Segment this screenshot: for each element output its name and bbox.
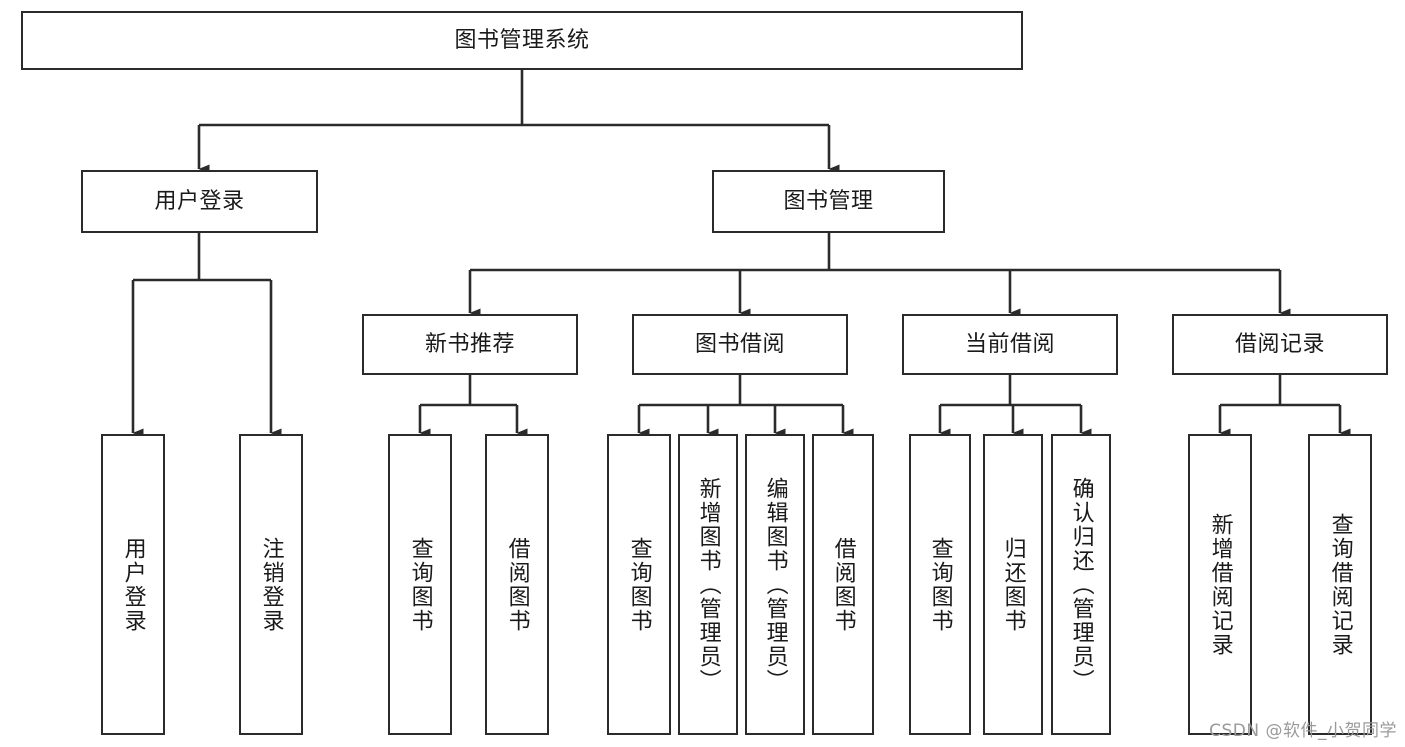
leaf-query-borrow-record[interactable]: 查询借阅记录 xyxy=(1308,434,1372,735)
node-label: 新增借阅记录 xyxy=(1207,512,1233,657)
node-library-management-system[interactable]: 图书管理系统 xyxy=(21,11,1023,70)
node-user-login[interactable]: 用户登录 xyxy=(81,170,318,233)
leaf-query-book-2[interactable]: 查询图书 xyxy=(607,434,671,735)
node-label: 注销登录 xyxy=(258,536,284,633)
node-label: 图书管理系统 xyxy=(454,27,590,53)
node-label: 当前借阅 xyxy=(964,331,1055,357)
node-label: 确认归还（管理员） xyxy=(1068,476,1094,693)
leaf-query-book-1[interactable]: 查询图书 xyxy=(388,434,452,735)
node-label: 借阅记录 xyxy=(1234,331,1325,357)
node-label: 归还图书 xyxy=(1000,536,1026,633)
node-book-management[interactable]: 图书管理 xyxy=(712,170,945,233)
leaf-borrow-book-1[interactable]: 借阅图书 xyxy=(485,434,549,735)
leaf-borrow-book-2[interactable]: 借阅图书 xyxy=(812,434,874,735)
node-label: 查询图书 xyxy=(927,536,953,633)
node-label: 图书借阅 xyxy=(694,331,785,357)
leaf-confirm-return-admin[interactable]: 确认归还（管理员） xyxy=(1051,434,1111,735)
leaf-query-book-3[interactable]: 查询图书 xyxy=(909,434,971,735)
leaf-add-borrow-record[interactable]: 新增借阅记录 xyxy=(1188,434,1252,735)
node-label: 用户登录 xyxy=(120,536,146,633)
node-borrow-record[interactable]: 借阅记录 xyxy=(1172,314,1388,375)
node-label: 借阅图书 xyxy=(830,536,856,633)
node-current-borrow[interactable]: 当前借阅 xyxy=(902,314,1118,375)
leaf-edit-book-admin[interactable]: 编辑图书（管理员） xyxy=(745,434,805,735)
node-label: 新增图书（管理员） xyxy=(695,476,721,693)
node-new-book-recommend[interactable]: 新书推荐 xyxy=(362,314,578,375)
leaf-user-login[interactable]: 用户登录 xyxy=(101,434,165,735)
node-label: 图书管理 xyxy=(783,188,874,214)
leaf-user-logout[interactable]: 注销登录 xyxy=(239,434,303,735)
node-label: 用户登录 xyxy=(154,188,245,214)
node-label: 查询图书 xyxy=(626,536,652,633)
node-book-borrow[interactable]: 图书借阅 xyxy=(632,314,848,375)
node-label: 查询图书 xyxy=(407,536,433,633)
leaf-add-book-admin[interactable]: 新增图书（管理员） xyxy=(678,434,738,735)
connector-group xyxy=(131,70,1351,438)
node-label: 查询借阅记录 xyxy=(1327,512,1353,657)
node-label: 新书推荐 xyxy=(424,331,515,357)
leaf-return-book[interactable]: 归还图书 xyxy=(983,434,1043,735)
node-label: 借阅图书 xyxy=(504,536,530,633)
node-label: 编辑图书（管理员） xyxy=(762,476,788,693)
